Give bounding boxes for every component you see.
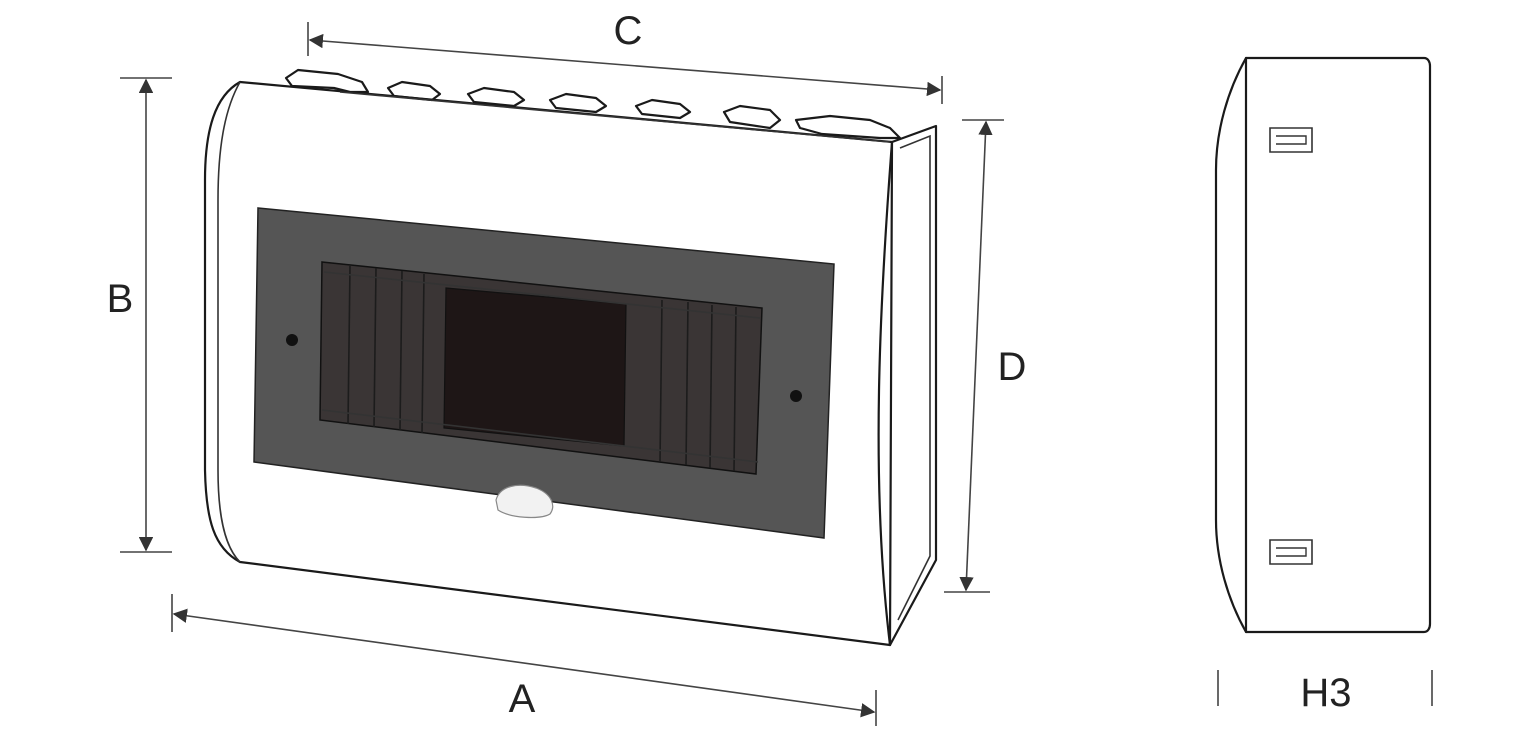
- door-handle: [495, 484, 554, 519]
- label-d: D: [998, 345, 1027, 389]
- side-view: [1214, 56, 1432, 634]
- breaker-window: [443, 287, 627, 447]
- louvres-left: [347, 265, 425, 434]
- louvres-right: [659, 299, 737, 472]
- side-panel: [888, 124, 938, 647]
- dimension-lines: [120, 22, 1433, 726]
- screw-right: [790, 390, 802, 402]
- side-panel-inner-edge: [897, 134, 931, 621]
- front-face-left-edge: [217, 81, 241, 563]
- clip-top: [1269, 127, 1313, 153]
- label-a: A: [509, 677, 536, 721]
- label-b: B: [107, 277, 134, 321]
- clip-bottom: [1269, 539, 1313, 565]
- label-c: C: [614, 9, 643, 53]
- top-knockouts: [284, 68, 902, 143]
- front-view: [203, 68, 938, 647]
- screw-left: [286, 334, 298, 346]
- label-h3: H3: [1300, 671, 1351, 715]
- side-view-body: [1214, 56, 1432, 634]
